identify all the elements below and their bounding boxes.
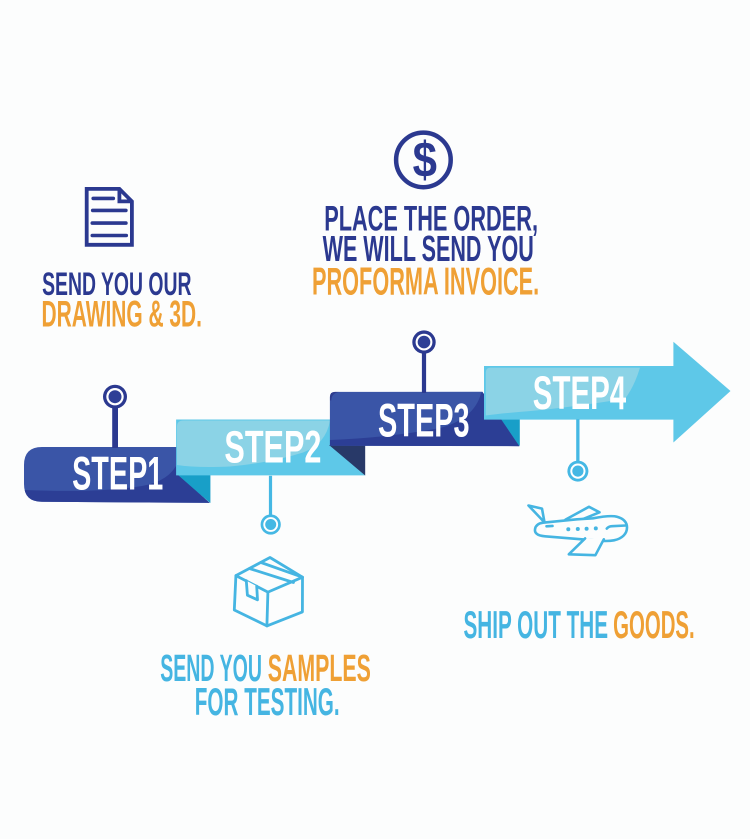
svg-text:STEP1: STEP1 bbox=[72, 447, 163, 500]
svg-text:PROFORMA INVOICE.: PROFORMA INVOICE. bbox=[312, 260, 539, 303]
svg-text:SHIP OUT THE: SHIP OUT THE bbox=[464, 604, 609, 647]
svg-text:GOODS.: GOODS. bbox=[613, 604, 695, 647]
svg-text:$: $ bbox=[413, 131, 437, 187]
svg-text:STEP4: STEP4 bbox=[533, 367, 627, 420]
svg-text:PLACE THE ORDER,: PLACE THE ORDER, bbox=[324, 199, 538, 238]
svg-text:STEP2: STEP2 bbox=[224, 421, 321, 472]
svg-text:DRAWING & 3D.: DRAWING & 3D. bbox=[42, 293, 203, 335]
svg-text:STEP3: STEP3 bbox=[378, 394, 470, 447]
svg-text:FOR TESTING.: FOR TESTING. bbox=[195, 681, 340, 724]
svg-text:WE WILL SEND YOU: WE WILL SEND YOU bbox=[323, 228, 534, 269]
svg-text:SAMPLES: SAMPLES bbox=[268, 648, 371, 690]
svg-text:SEND YOU: SEND YOU bbox=[160, 648, 262, 690]
svg-text:SEND YOU OUR: SEND YOU OUR bbox=[42, 265, 191, 302]
